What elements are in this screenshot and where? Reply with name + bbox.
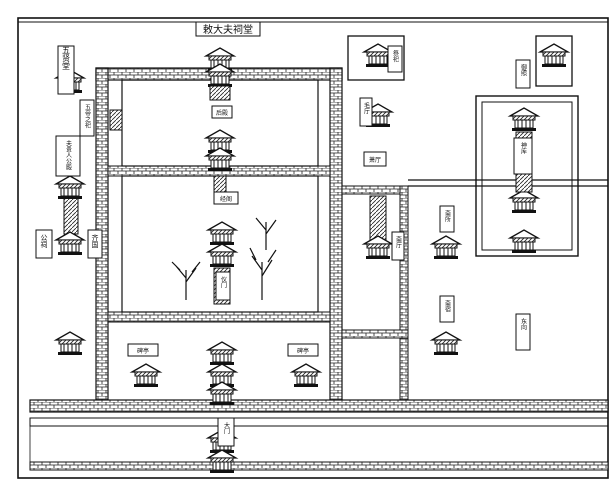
label-yuzhao: 御照 — [520, 63, 527, 77]
label-plaques: 敕大夫祠堂 五贤堂 五帝之祀 夫贵人公殿 公祠 齐国 后殿 经阁 仪门 大门 碑… — [35, 21, 533, 447]
label-east-sign: 东向 — [520, 317, 527, 330]
pavilion-west-mid — [55, 175, 85, 200]
label-shen-ku: 神库 — [520, 141, 527, 155]
label-xiaoting: 萧厅 — [369, 156, 381, 164]
label-houdian: 后殿 — [216, 109, 228, 117]
label-gongci: 公祠 — [40, 234, 48, 249]
label-xianliang: 夫贵人公殿 — [65, 139, 72, 171]
east-compound-walls — [341, 35, 608, 401]
pavilion-zhaiting — [431, 235, 461, 260]
label-jiguo: 齐国 — [91, 233, 99, 249]
pavilion-west-low — [55, 331, 85, 356]
west-side-buildings — [55, 69, 123, 356]
label-jisi-top: 祭祀 — [392, 49, 399, 63]
title-label: 敕大夫祠堂 — [203, 23, 253, 36]
pavilion-xiaoting — [363, 235, 393, 260]
label-wuzhi: 五帝之祀 — [84, 104, 91, 129]
label-dingmen: 大门 — [223, 421, 230, 435]
pavilion-far-east — [539, 43, 569, 68]
label-jingting: 经阁 — [220, 195, 232, 203]
label-zhaiju: 斋宿 — [444, 299, 451, 313]
label-wuxian: 五贤堂 — [62, 46, 71, 70]
label-zhaiting: 斋厅 — [395, 235, 402, 248]
stele-pavilion-right — [291, 363, 321, 388]
label-beiting-right: 碑亭 — [297, 347, 309, 355]
pavilion-east-court — [509, 107, 539, 132]
label-yimen: 仪门 — [220, 276, 227, 289]
front-walls — [29, 399, 609, 471]
pavilion-zhaisuo — [431, 331, 461, 356]
label-beiting-left: 碑亭 — [137, 347, 149, 355]
page-border — [17, 17, 609, 479]
pavilion-gongci — [55, 231, 85, 256]
front-hall — [207, 341, 237, 366]
hall-mid — [207, 221, 237, 246]
label-zhaisuo-1: 斋所 — [444, 209, 451, 223]
label-maoting: 毛厅 — [363, 101, 370, 114]
stele-pavilion-left — [131, 363, 161, 388]
courtyard-trees — [171, 217, 277, 300]
